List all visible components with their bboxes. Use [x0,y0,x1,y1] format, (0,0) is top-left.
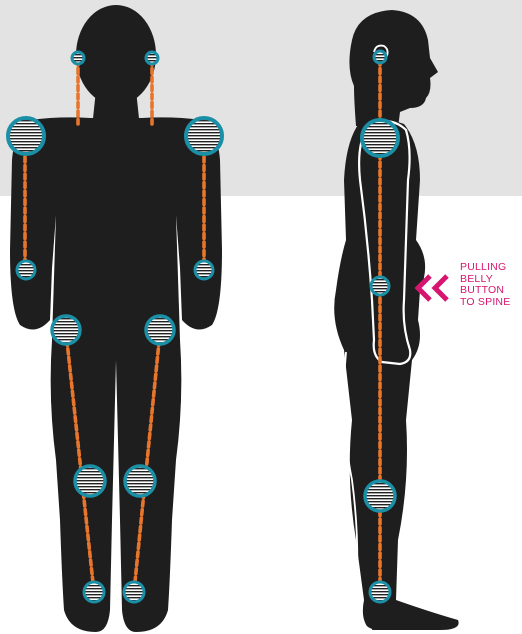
right-wrist-joint [195,261,213,279]
left-ankle-joint [84,582,104,602]
callout-line-3: BUTTON [460,285,510,297]
callout-line-4: TO SPINE [460,297,510,309]
side-belly-joint [371,277,389,295]
side-knee-joint [365,481,395,511]
callout-line-1: PULLING [460,262,510,274]
left-shoulder-joint [8,118,44,154]
side-ankle-joint [370,582,390,602]
right-ear-joint [146,52,158,64]
right-knee-joint [125,466,155,496]
left-ear-joint [72,52,84,64]
right-shoulder-joint [186,118,222,154]
left-knee-joint [75,466,105,496]
right-hip-joint [146,316,174,344]
side-shoulder-joint [362,120,398,156]
left-wrist-joint [17,261,35,279]
side-ear-joint [374,51,386,63]
left-hip-joint [52,316,80,344]
belly-button-callout: PULLING BELLY BUTTON TO SPINE [460,262,510,308]
right-ankle-joint [124,582,144,602]
